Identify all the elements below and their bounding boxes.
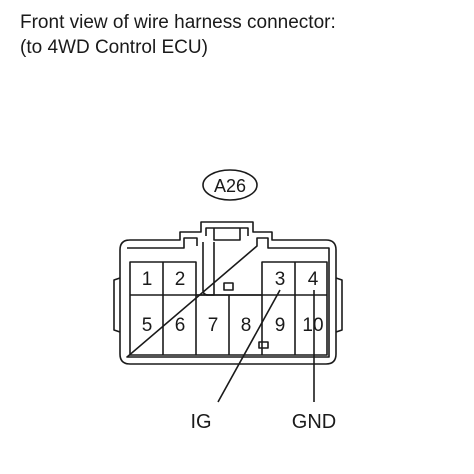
pin-number: 2 [175, 269, 186, 290]
title-line-2: (to 4WD Control ECU) [20, 37, 208, 58]
gnd-label: GND [292, 411, 336, 433]
connector-id: A26 [214, 176, 246, 196]
ig-label: IG [190, 411, 211, 433]
latch [205, 227, 249, 236]
pin-number: 10 [302, 315, 323, 336]
connector-id-badge [202, 169, 258, 201]
ig-leader-line [217, 289, 281, 403]
title-line-1: Front view of wire harness connector: [20, 12, 336, 33]
key-slot [202, 242, 215, 296]
pin-number: 6 [175, 315, 186, 336]
pin-number: 5 [142, 315, 153, 336]
key-marker-lower [258, 341, 269, 349]
pin-number: 7 [208, 315, 219, 336]
connector-housing [119, 221, 337, 365]
right-side-tab [335, 277, 343, 333]
pin-number: 3 [275, 269, 286, 290]
pin-number: 4 [308, 269, 319, 290]
diagram-title: Front view of wire harness connector: (t… [20, 10, 336, 60]
key-marker [223, 282, 234, 291]
left-side-tab [113, 277, 121, 333]
latch-tab [213, 228, 241, 241]
pin-number: 8 [241, 315, 252, 336]
pin-number: 1 [142, 269, 153, 290]
pin-number: 9 [275, 315, 286, 336]
connector-inner-frame [126, 237, 330, 358]
